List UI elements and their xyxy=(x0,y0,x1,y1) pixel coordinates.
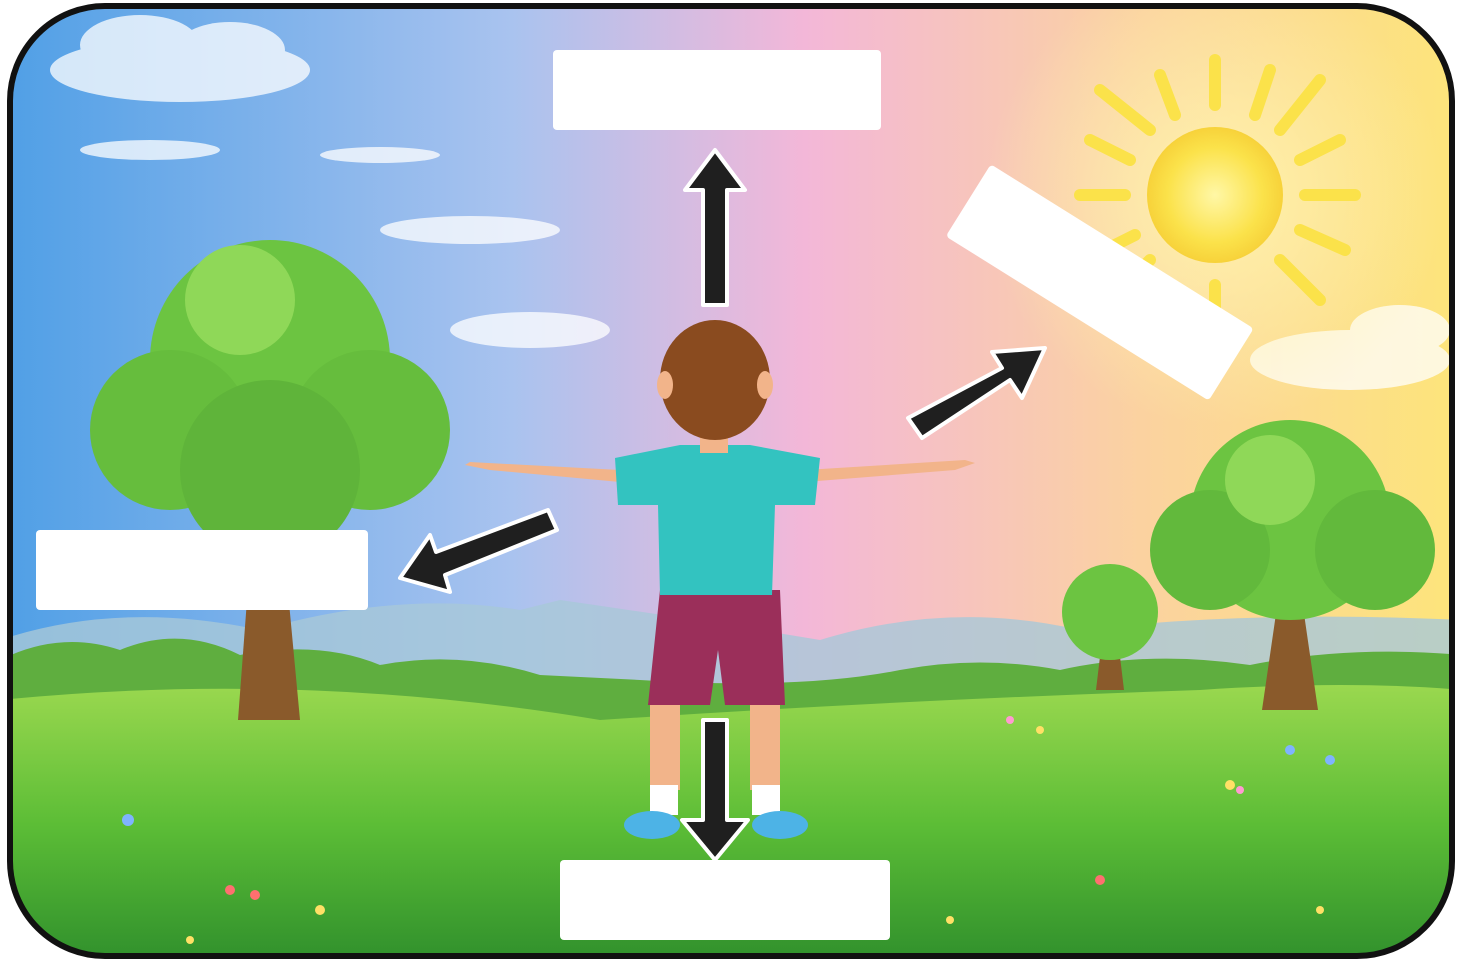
label-box-left xyxy=(36,530,368,610)
label-box-bottom xyxy=(560,860,890,940)
left-shoe xyxy=(624,811,680,839)
label-box-top xyxy=(553,50,881,130)
right-shoe xyxy=(752,811,808,839)
hair xyxy=(660,320,770,440)
right-leg xyxy=(750,700,780,790)
left-leg xyxy=(650,700,680,790)
